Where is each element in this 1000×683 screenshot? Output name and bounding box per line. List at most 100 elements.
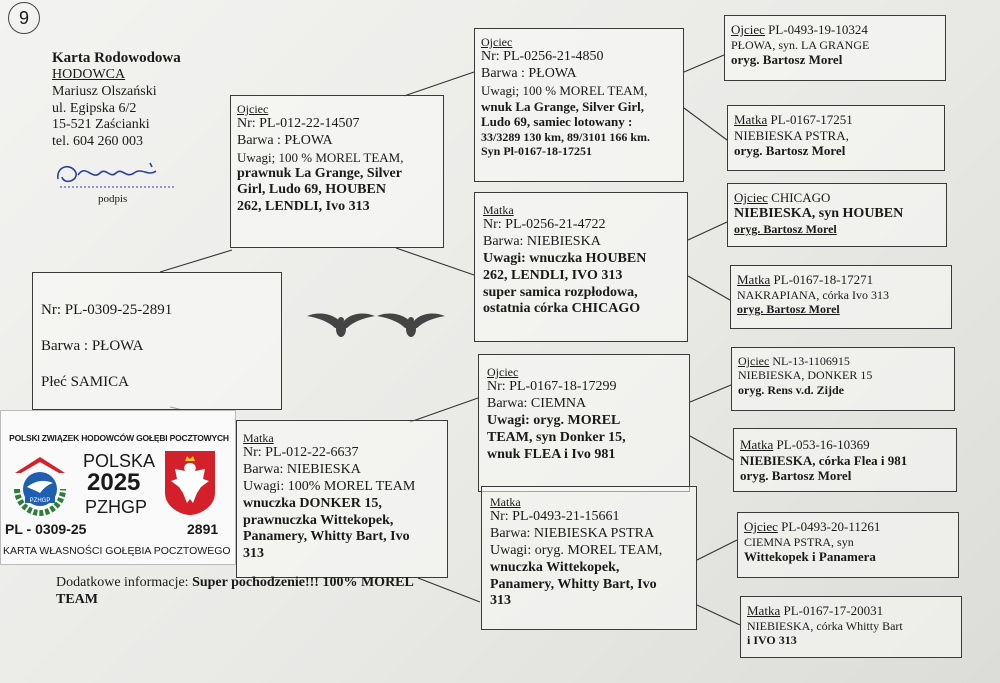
document-title: Karta Rodowodowa [52,50,181,66]
signature-icon [57,162,176,188]
fm-ring: Nr: PL-0256-21-4722 [483,217,606,233]
extra-text: Super pochodzenie!!! 100% MOREL [192,575,414,590]
ggp-box-2: Ojciec CHICAGO NIEBIESKA, syn HOUBEN ory… [727,183,947,247]
pigeon-icon-left [307,313,375,337]
ggp-2-ring: CHICAGO [771,190,831,205]
mm-note-0: Uwagi: oryg. MOREL TEAM, [490,542,663,558]
ggp-2-line2: oryg. Bartosz Morel [734,222,837,237]
bird-sex: Płeć SAMICA [41,374,129,390]
breeder-label: HODOWCA [52,67,126,82]
ggp-0-label: Ojciec [731,22,765,37]
mother-ring: Nr: PL-012-22-6637 [243,445,359,461]
ff-note-0: Uwagi; 100 % MOREL TEAM, [481,82,648,98]
breeder-street: ul. Egipska 6/2 [52,100,137,116]
extra-label: Dodatkowe informacje: [56,575,189,590]
father-label: Ojciec [237,102,269,116]
mm-ring: Nr: PL-0493-21-15661 [490,509,620,525]
breeder-phone: tel. 604 260 003 [52,134,143,150]
stamp-footer: KARTA WŁASNOŚCI GOŁĘBIA POCZTOWEGO [3,545,231,557]
bird-color: Barwa : PŁOWA [41,338,144,354]
ff-note-2: Ludo 69, samiec lotowany : [481,114,633,130]
ggp-5-label: Matka [740,437,774,452]
ff-ring: Nr: PL-0256-21-4850 [481,49,604,65]
ff-label: Ojciec [481,35,513,49]
ggp-7-line1: NIEBIESKA, córka Whitty Bart [747,618,903,633]
ggp-7-line2: i IVO 313 [747,632,797,647]
page-number-circle: 9 [8,2,40,34]
ggp-4-label: Ojciec [738,354,770,368]
stamp-number: 2891 [187,521,219,537]
ggp-6-line1: CIEMNA PSTRA, syn [744,534,854,549]
mf-box: Ojciec Nr: PL-0167-18-17299 Barwa: CIEMN… [478,354,690,492]
mother-color: Barwa: NIEBIESKA [243,462,361,478]
ff-color: Barwa : PŁOWA [481,66,577,82]
mm-box: Matka Nr: PL-0493-21-15661 Barwa: NIEBIE… [481,486,697,630]
father-note-2: Girl, Ludo 69, HOUBEN [237,182,386,198]
breeder-name: Mariusz Olszański [52,83,157,99]
ggp-7-label: Matka [747,603,781,618]
ggp-0-line2: oryg. Bartosz Morel [731,51,843,67]
ggp-box-4: Ojciec NL-13-1106915 NIEBIESKA, DONKER 1… [731,347,955,411]
ggp-1-ring: PL-0167-17251 [770,112,853,127]
ggp-1-line2: oryg. Bartosz Morel [734,143,846,159]
mf-label: Ojciec [487,365,519,379]
ggp-5-line2: oryg. Bartosz Morel [740,468,852,484]
mother-note-4: 313 [243,546,264,562]
mother-note-3: Panamery, Whitty Bart, Ivo [243,529,410,545]
ggp-3-line1: NAKRAPIANA, córka Ivo 313 [737,287,889,302]
mother-note-1: wnuczka DONKER 15, [243,495,382,511]
ggp-4-line1: NIEBIESKA, DONKER 15 [738,368,873,383]
mother-box: Matka Nr: PL-012-22-6637 Barwa: NIEBIESK… [236,420,448,578]
ff-note-1: wnuk La Grange, Silver Girl, [481,98,644,114]
ggp-4-line2: oryg. Rens v.d. Zijde [738,382,845,397]
mf-note-0: Uwagi: oryg. MOREL [487,412,621,428]
ggp-2-label: Ojciec [734,190,768,205]
bird-box: Nr: PL-0309-25-2891 Barwa : PŁOWA Płeć S… [32,272,282,410]
ggp-7-ring: PL-0167-17-20031 [783,603,884,618]
ggp-6-ring: PL-0493-20-11261 [781,519,881,534]
mf-note-2: wnuk FLEA i Ivo 981 [487,446,616,462]
stamp-country: POLSKA [83,451,156,471]
mf-note-1: TEAM, syn Donker 15, [487,429,626,445]
fm-note-3: ostatnia córka CHICAGO [483,301,641,317]
breeder-info: Karta Rodowodowa HODOWCA Mariusz Olszańs… [52,49,181,151]
extra-text-2: TEAM [56,591,98,607]
additional-info: Dodatkowe informacje: Super pochodzenie!… [56,575,486,609]
ggp-6-label: Ojciec [744,519,778,534]
bird-ring: Nr: PL-0309-25-2891 [41,302,173,318]
pigeon-icon-right [377,313,445,337]
mm-note-2: Panamery, Whitty Bart, Ivo [490,576,657,592]
fm-box: Matka Nr: PL-0256-21-4722 Barwa: NIEBIES… [474,192,688,342]
polish-eagle-icon [165,451,215,515]
pzhgp-logo-icon: PZHGP [14,457,66,517]
mm-label: Matka [490,495,521,509]
mm-note-3: 313 [490,593,511,609]
fm-label: Matka [483,203,514,217]
breeder-city: 15-521 Zaścianki [52,117,150,133]
ggp-box-7: Matka PL-0167-17-20031 NIEBIESKA, córka … [740,596,962,658]
mf-ring: Nr: PL-0167-18-17299 [487,379,617,395]
ggp-5-line1: NIEBIESKA, córka Flea i 981 [740,452,908,468]
ggp-box-5: Matka PL-053-16-10369 NIEBIESKA, córka F… [733,428,957,492]
ggp-5-ring: PL-053-16-10369 [776,437,870,452]
fm-note-1: 262, LENDLI, IVO 313 [483,267,623,283]
ff-note-3: 33/3289 130 km, 89/3101 166 km. [481,129,651,144]
mother-label: Matka [243,431,274,445]
father-box: Ojciec Nr: PL-012-22-14507 Barwa : PŁOWA… [230,95,444,248]
mother-note-0: Uwagi: 100% MOREL TEAM [243,478,416,494]
ggp-box-1: Matka PL-0167-17251 NIEBIESKA PSTRA, ory… [727,105,945,171]
father-note-3: 262, LENDLI, Ivo 313 [237,199,370,215]
ff-box: Ojciec Nr: PL-0256-21-4850 Barwa : PŁOWA… [474,28,684,182]
mother-note-2: prawnuczka Wittekopek, [243,512,394,528]
ggp-0-ring: PL-0493-19-10324 [768,22,868,37]
ggp-0-line1: PŁOWA, syn. LA GRANGE [731,37,870,52]
ggp-6-line2: Wittekopek i Panamera [744,548,876,564]
ggp-1-line1: NIEBIESKA PSTRA, [734,127,849,143]
ggp-2-line1: NIEBIESKA, syn HOUBEN [734,205,904,221]
ggp-3-ring: PL-0167-18-17271 [773,272,874,287]
ggp-1-label: Matka [734,112,768,127]
father-color: Barwa : PŁOWA [237,133,333,149]
ggp-box-3: Matka PL-0167-18-17271 NAKRAPIANA, córka… [730,265,952,329]
ff-note-4: Syn Pl-0167-18-17251 [481,144,592,159]
